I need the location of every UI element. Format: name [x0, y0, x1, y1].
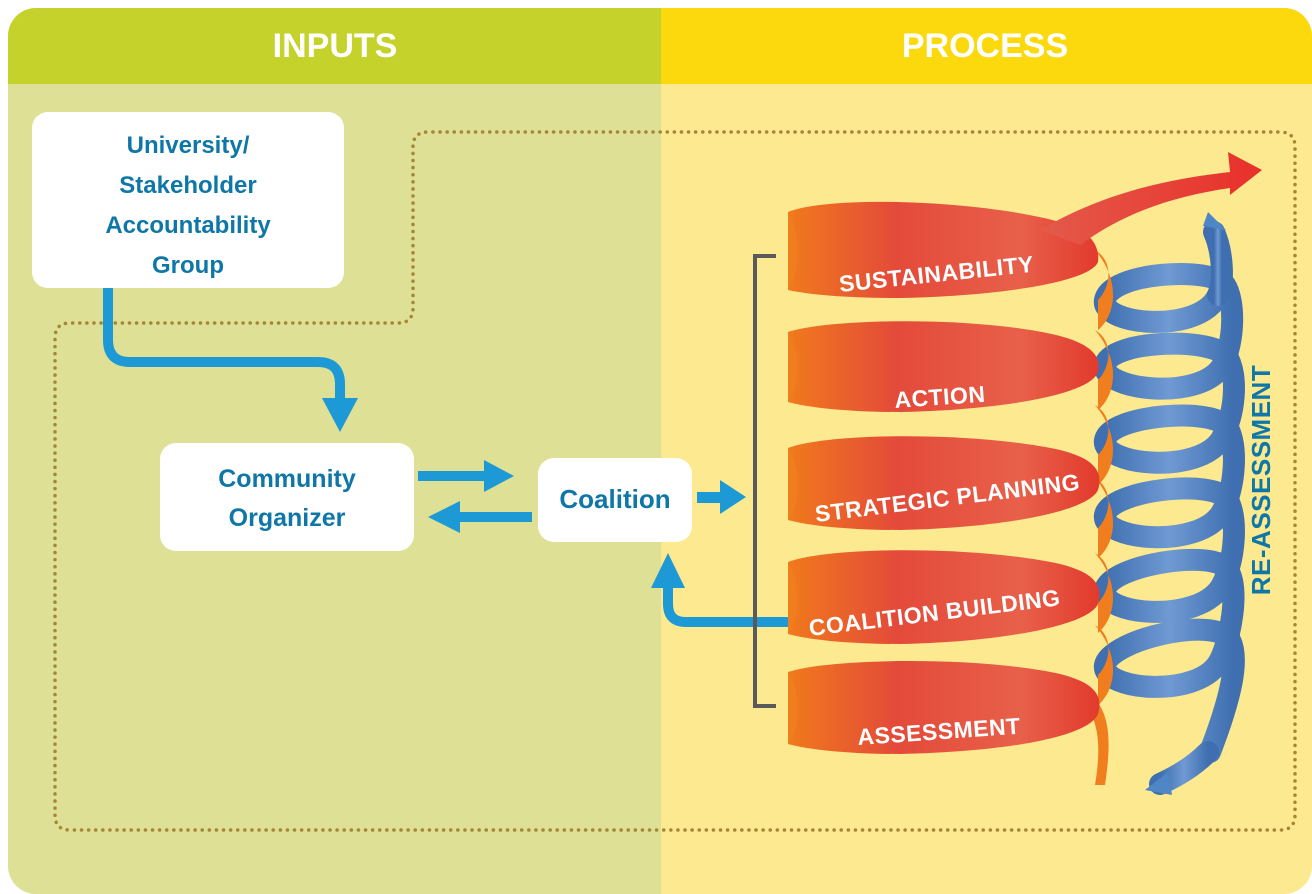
organizer-line-1: Community	[218, 465, 356, 493]
stakeholder-line-1: University/	[127, 132, 250, 159]
arrowhead-organizer	[322, 398, 358, 432]
process-header	[661, 8, 1312, 84]
inputs-title: INPUTS	[273, 27, 398, 65]
arrow-coalition-building-to-coalition	[663, 585, 790, 627]
process-bracket	[753, 254, 776, 708]
reassessment-label: RE-ASSESSMENT	[1246, 365, 1276, 595]
arrowhead-coalition	[651, 553, 685, 588]
stakeholder-line-3: Accountability	[105, 212, 271, 239]
process-title: PROCESS	[902, 27, 1068, 65]
inputs-header	[8, 8, 661, 84]
helix-ribbons	[788, 152, 1262, 785]
coil-top-arrowhead	[1203, 212, 1226, 230]
stakeholder-line-2: Stakeholder	[119, 172, 256, 199]
arrow-coalition-to-process-shaft	[697, 492, 725, 503]
organizer-box	[160, 443, 414, 551]
arrow-coalition-to-organizer-shaft	[456, 512, 532, 522]
reassessment-coil	[1094, 221, 1245, 795]
stakeholder-line-4: Group	[152, 252, 224, 279]
coalition-box	[538, 458, 692, 542]
dotted-loop	[53, 130, 1297, 832]
stage-action: ACTION	[894, 381, 987, 413]
organizer-line-2: Organizer	[229, 504, 346, 532]
arrow-coalition-to-process-head	[720, 480, 746, 514]
arrow-stakeholder-to-organizer	[103, 288, 345, 402]
arrow-organizer-to-coalition-head	[484, 460, 514, 492]
stakeholder-box	[32, 112, 344, 288]
coil-bottom-arrowhead	[1145, 772, 1172, 795]
arrow-coalition-to-organizer-head	[428, 501, 460, 533]
arrow-organizer-to-coalition-shaft	[418, 471, 488, 481]
coalition-label: Coalition	[559, 484, 670, 514]
